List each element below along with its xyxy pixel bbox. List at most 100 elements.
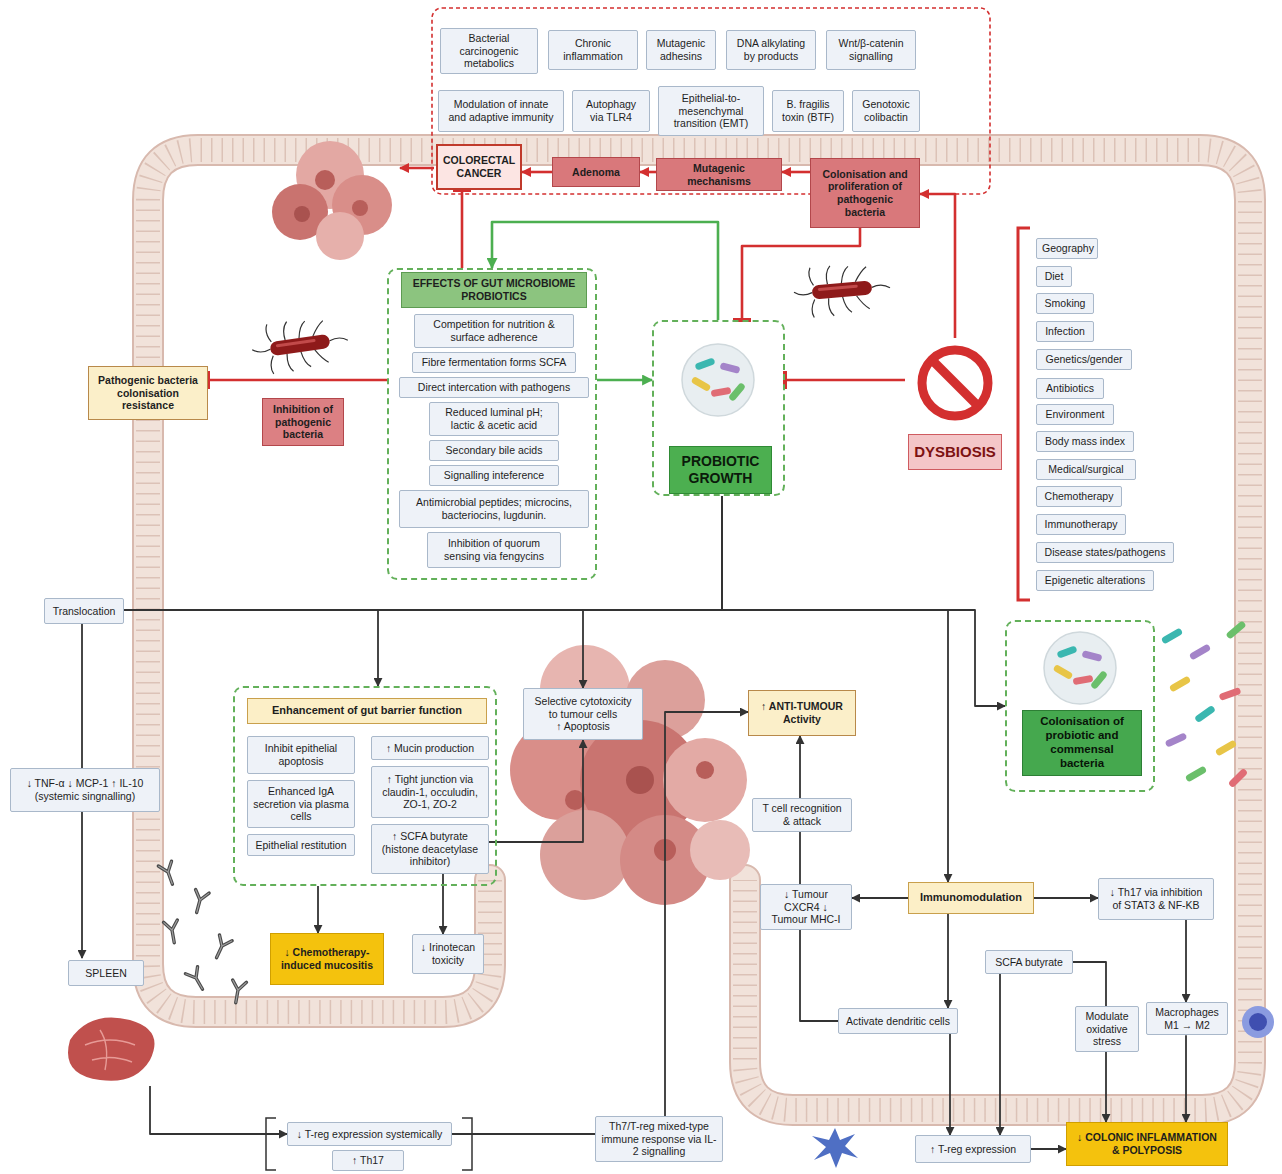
antibody — [229, 980, 247, 1004]
tumour-cell — [352, 200, 368, 216]
tumour-cell — [626, 766, 654, 794]
node-label: ↑ ANTI-TUMOUR Activity — [754, 700, 850, 725]
connector — [1034, 897, 1098, 899]
tumour-cell — [315, 170, 335, 190]
tumour-lobe — [316, 212, 364, 260]
antibody — [190, 889, 209, 914]
text-box: ↓ Tumour CXCR4 ↓ Tumour MHC-I — [760, 884, 852, 930]
antibody — [210, 935, 232, 961]
connector — [150, 1086, 287, 1134]
node-label: T cell recognition & attack — [758, 802, 846, 827]
node-label: Diet — [1042, 270, 1066, 283]
node-label: Competition for nutrition & surface adhe… — [420, 318, 568, 343]
node-label: ↓ COLONIC INFLAMMATION & POLYPOSIS — [1072, 1131, 1222, 1156]
bracket — [266, 1118, 276, 1170]
tumour — [272, 141, 392, 260]
text-box: SPLEEN — [68, 960, 144, 986]
spleen — [68, 1018, 155, 1081]
node-label: ↑ SCFA butyrate (histone deacetylase inh… — [377, 830, 483, 868]
text-box: Diet — [1036, 266, 1072, 287]
text-box: Signalling inteference — [429, 465, 559, 486]
text-box: Epithelial restitution — [247, 834, 355, 856]
text-box: Chemotherapy — [1036, 486, 1122, 507]
text-box: Wnt/β-catenin signalling — [826, 30, 916, 70]
node-label: Th7/T-reg mixed-type immune response via… — [601, 1120, 717, 1158]
node-label: PROBIOTIC GROWTH — [675, 453, 766, 487]
connector — [597, 379, 652, 382]
connector — [640, 171, 656, 174]
node-label: Infection — [1042, 325, 1088, 338]
node-label: Genetics/gender — [1042, 353, 1126, 366]
node-label: Colonisation and proliferation of pathog… — [816, 168, 914, 218]
node-label: Modulate oxidative stress — [1081, 1010, 1133, 1048]
node-label: Geography — [1042, 242, 1092, 255]
tumour-cell — [294, 206, 310, 222]
connector — [785, 379, 905, 382]
connector — [920, 194, 955, 338]
node-label: ↓ TNF-α ↓ MCP-1 ↑ IL-10 (systemic singna… — [16, 777, 154, 802]
text-box: Inhibit epithelial apoptosis — [247, 736, 355, 774]
outcome-box: ↑ ANTI-TUMOUR Activity — [748, 690, 856, 736]
tumour-cell — [565, 790, 585, 810]
node-label: Activate dendritic cells — [844, 1015, 952, 1028]
outcome-box: Pathogenic bacteria colonisation resista… — [88, 366, 208, 420]
text-box: Inhibition of quorum sensing via fengyci… — [427, 532, 561, 568]
outcome-box: ↓ COLONIC INFLAMMATION & POLYPOSIS — [1066, 1122, 1228, 1166]
connector — [722, 496, 948, 882]
connector — [665, 712, 748, 1116]
connector — [208, 379, 387, 382]
connector — [782, 171, 810, 174]
node-label: Smoking — [1042, 297, 1088, 310]
text-box: ↑ SCFA butyrate (histone deacetylase inh… — [371, 824, 489, 874]
node-label: Enhanced IgA secretion via plasma cells — [253, 785, 349, 823]
bacterium-rod — [1228, 768, 1249, 789]
mechanism-step: Mutagenic mechanisms — [656, 158, 782, 191]
connector — [489, 740, 583, 842]
text-box: Epithelial-to-mesenchymal transition (EM… — [658, 86, 764, 136]
node-label: Secondary bile acids — [435, 444, 553, 457]
text-box: Enhanced IgA secretion via plasma cells — [247, 780, 355, 828]
node-label: Antimicrobial peptides; microcins, bacte… — [405, 496, 583, 521]
probiotic-culture — [1044, 632, 1116, 704]
node-label: Immunomodulation — [914, 891, 1028, 904]
heading-box: DYSBIOSIS — [908, 434, 1002, 470]
bacterium-rod — [1169, 675, 1192, 692]
text-box: Smoking — [1036, 293, 1094, 314]
spleen-organ — [68, 1018, 155, 1081]
connector — [999, 974, 1001, 1135]
text-box: Th7/T-reg mixed-type immune response via… — [595, 1116, 723, 1162]
mechanism-step: Adenoma — [552, 157, 640, 187]
connector — [722, 496, 1005, 706]
text-box: Epigenetic alterations — [1036, 570, 1154, 591]
node-label: ↑ T-reg expression — [921, 1143, 1025, 1156]
connector — [452, 1133, 595, 1135]
connector — [461, 190, 464, 268]
group-panel: Enhancement of gut barrier functionInhib… — [233, 686, 497, 886]
mechanism-step: Inhibition of pathogenic bacteria — [262, 398, 344, 446]
outcome-box: ↓ Chemotherapy-induced mucositis — [270, 933, 384, 985]
node-label: Inhibition of pathogenic bacteria — [268, 403, 338, 441]
text-box: Antibiotics — [1036, 378, 1104, 399]
group-panel: EFFECTS OF GUT MICROBIOME PROBIOTICS Comp… — [387, 268, 597, 580]
tumour-lobe — [690, 820, 750, 880]
node-label: ↑ Tight junction via claudin-1, occuludi… — [377, 773, 483, 811]
bacterium-rod — [1225, 620, 1246, 640]
heading-box: Colonisation of probiotic and commensal … — [1022, 710, 1142, 776]
text-box: Infection — [1036, 321, 1094, 342]
node-label: Chemotherapy — [1042, 490, 1116, 503]
connector — [1185, 1035, 1187, 1122]
group-panel: PROBIOTIC GROWTH — [652, 320, 785, 496]
connector — [799, 736, 801, 798]
text-box: Geography — [1036, 238, 1098, 259]
heading-box: EFFECTS OF GUT MICROBIOME PROBIOTICS — [401, 272, 587, 308]
antibody — [164, 920, 182, 944]
node-label: ↑ Th17 — [338, 1154, 398, 1167]
text-box: Disease states/pathogens — [1036, 542, 1174, 563]
prohibition-slash — [932, 360, 978, 406]
connector — [1031, 1148, 1066, 1150]
text-box: Genetics/gender — [1036, 349, 1132, 370]
text-box: ↓ Irinotecan toxicity — [412, 934, 484, 974]
connector — [1185, 920, 1187, 1002]
antibody — [158, 861, 179, 886]
text-box: Competition for nutrition & surface adhe… — [414, 314, 574, 348]
